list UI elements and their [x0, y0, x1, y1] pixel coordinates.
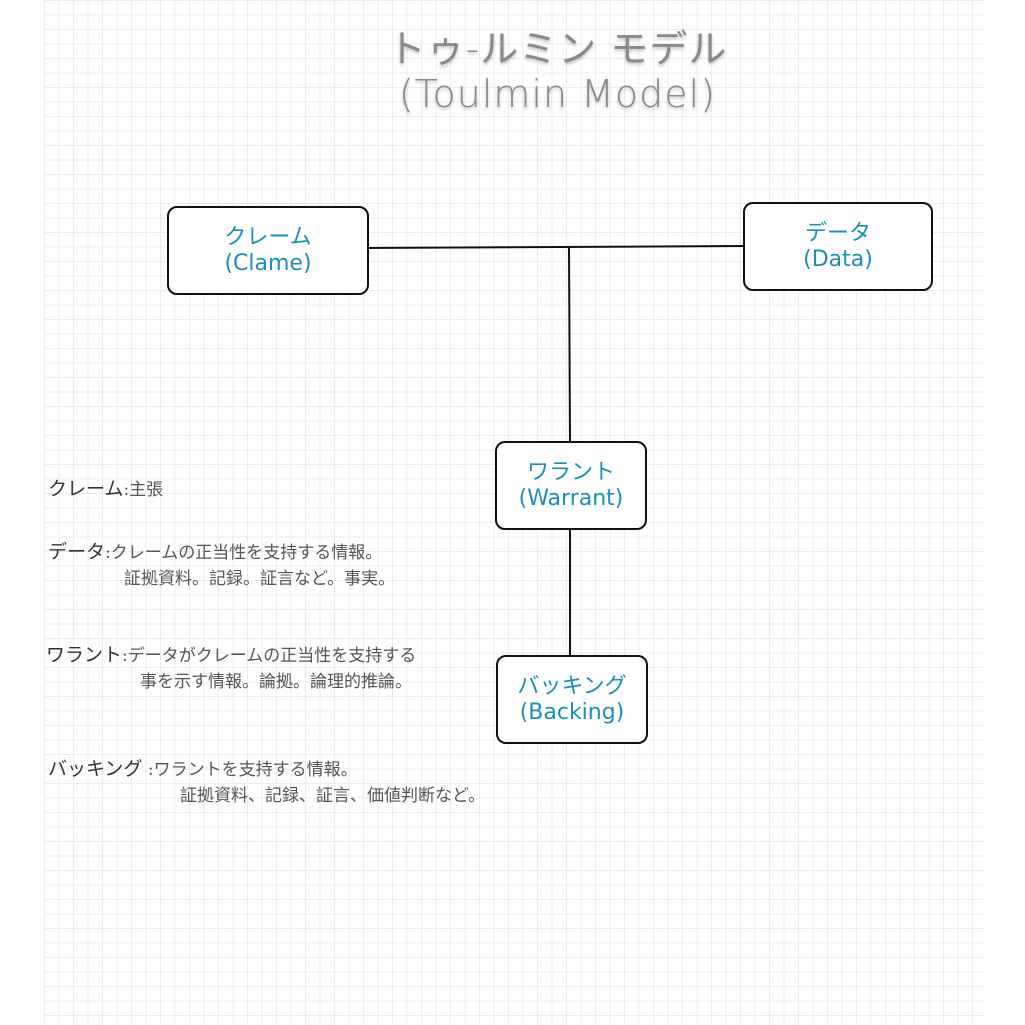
claim-def-line1: 主張	[129, 480, 164, 500]
warrant-label-en: (Warrant)	[518, 485, 624, 511]
trunk-to-warrant-connector	[568, 246, 571, 443]
backing-term: バッキング	[48, 758, 143, 780]
claim-sep: :	[123, 480, 130, 500]
data-def-line1: クレームの正当性を支持する情報。	[110, 543, 383, 563]
warrant-box: ワラント (Warrant)	[495, 441, 647, 530]
claim-label-en: (Clame)	[224, 250, 312, 276]
data-label-ja: データ	[804, 221, 871, 247]
warrant-term: ワラント	[46, 644, 123, 666]
claim-box: クレーム (Clame)	[167, 206, 369, 295]
warrant-definition: ワラント:データがクレームの正当性を支持する 事を示す情報。論拠。論理的推論。	[46, 642, 416, 694]
data-definition: データ:クレームの正当性を支持する情報。 証拠資料。記録。証言など。事実。	[48, 539, 395, 591]
claim-label-ja: クレーム	[224, 225, 312, 251]
claim-term: クレーム	[48, 478, 124, 500]
warrant-label-ja: ワラント	[526, 460, 615, 486]
claim-data-connector	[367, 245, 745, 249]
data-sep: :	[105, 543, 111, 563]
backing-definition: バッキング :ワラントを支持する情報。 証拠資料、記録、証言、価値判断など。	[48, 756, 485, 808]
data-term: データ	[48, 541, 106, 563]
backing-sep: :	[142, 760, 154, 780]
backing-label-en: (Backing)	[519, 699, 625, 725]
warrant-def-line2: 事を示す情報。論拠。論理的推論。	[140, 671, 412, 692]
warrant-sep: :	[122, 646, 128, 666]
diagram-title-english: (Toulmin Model)	[398, 72, 717, 116]
data-box: データ (Data)	[743, 202, 933, 291]
backing-def-line1: ワラントを支持する情報。	[153, 760, 358, 780]
backing-box: バッキング (Backing)	[496, 655, 648, 744]
data-label-en: (Data)	[803, 246, 873, 272]
data-def-line2: 証拠資料。記録。証言など。事実。	[124, 568, 396, 589]
warrant-def-line1: データがクレームの正当性を支持する	[127, 646, 417, 666]
claim-definition: クレーム:主張	[48, 476, 163, 504]
diagram-title-japanese: トゥ-ルミン モデル	[387, 27, 728, 71]
backing-def-line2: 証拠資料、記録、証言、価値判断など。	[180, 785, 486, 806]
backing-label-ja: バッキング	[517, 674, 627, 700]
